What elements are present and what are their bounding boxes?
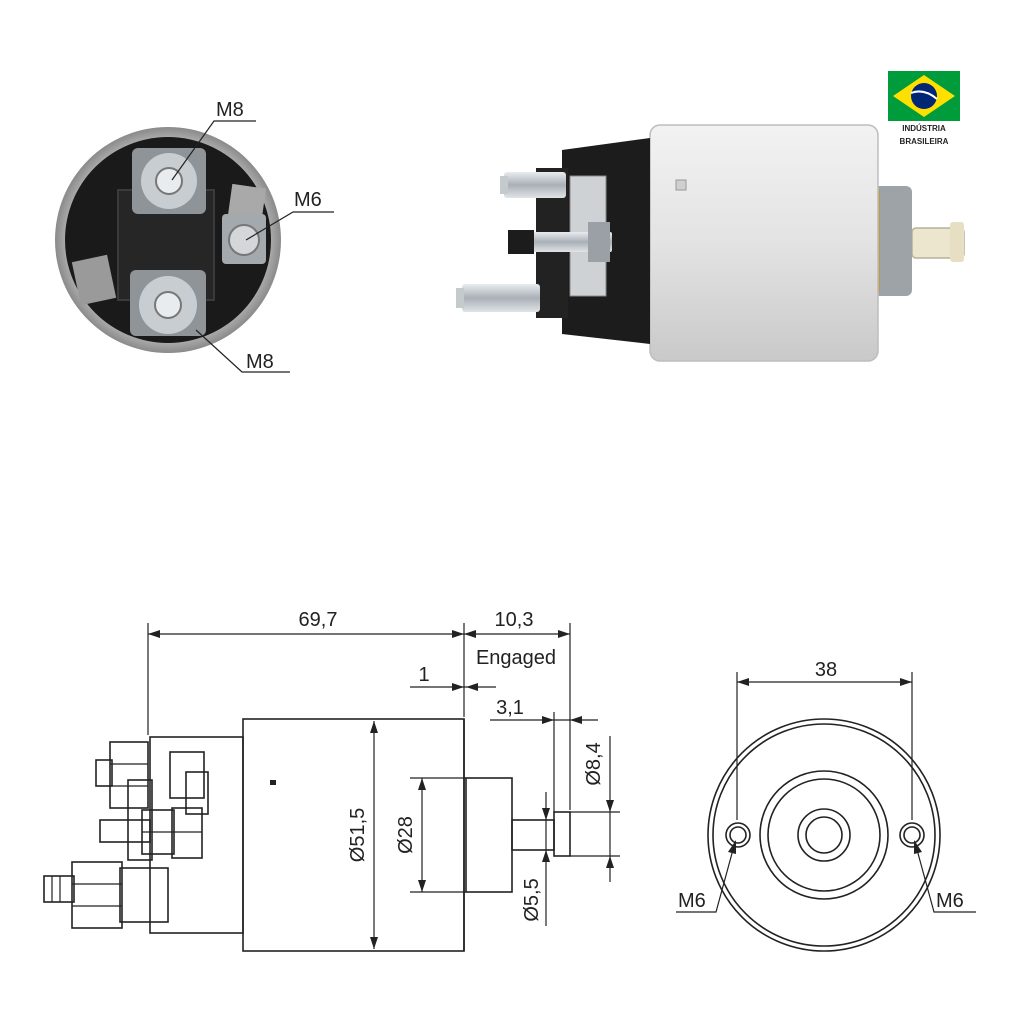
drawing-stud-top <box>95 741 209 815</box>
arrow-spacing-right <box>900 678 912 686</box>
housing <box>649 124 879 362</box>
arrow-spacing-left <box>737 678 749 686</box>
leader-top-m8 <box>171 120 256 181</box>
plunger-collar <box>950 222 964 262</box>
leader-side-m6 <box>245 211 334 241</box>
arrow-travel-right <box>558 630 570 638</box>
flag-blue-globe <box>911 83 937 109</box>
arrow-boss-top <box>418 778 426 790</box>
side-view-photo <box>456 124 965 362</box>
front-boss-inner <box>767 778 881 892</box>
dim-gap: 1 <box>418 664 429 686</box>
dim-shaft-diameter: Ø5,5 <box>521 878 543 921</box>
label-side-m6: M6 <box>294 189 322 211</box>
leader-mount-left <box>676 845 735 913</box>
front-outer-inner <box>712 723 936 947</box>
flag-band <box>910 90 938 100</box>
mount-hole-right-inner <box>903 826 921 844</box>
arrow-body-dia-top <box>370 721 378 733</box>
drawing-stud-bottom <box>43 861 169 929</box>
arrow-tipdia-bottom <box>606 856 614 868</box>
arrow-length-right <box>452 630 464 638</box>
drawing-tip <box>553 811 571 857</box>
dim-mount-spacing: 38 <box>815 659 837 681</box>
arrow-gap-left <box>452 683 464 691</box>
mount-hole-right <box>899 822 925 848</box>
terminal-side <box>222 214 266 264</box>
dim-tip-length: 3,1 <box>496 697 524 719</box>
stud-bottom <box>456 284 540 312</box>
arrow-shaft-bottom <box>542 850 550 862</box>
arrow-shaft-top <box>542 808 550 820</box>
stud-top <box>500 172 566 198</box>
arrow-tip-right <box>570 716 582 724</box>
dim-plunger-travel: 10,3 <box>495 609 534 631</box>
arrow-travel-left <box>464 630 476 638</box>
end-view-photo: M8 M6 M8 <box>55 99 334 373</box>
front-outer-circle <box>707 718 941 952</box>
drawing-shaft <box>511 819 555 851</box>
front-boss-circle <box>759 770 889 900</box>
drawing-cap <box>149 736 244 934</box>
arrow-mount-right <box>914 840 922 854</box>
arrow-tipdia-top <box>606 800 614 812</box>
brazil-flag-badge: INDÚSTRIA BRASILEIRA <box>888 71 960 146</box>
leader-mount-right <box>915 845 976 913</box>
side-drawing: 69,7 10,3 Engaged 1 3,1 Ø51,5 Ø28 <box>43 609 620 952</box>
bracket-left <box>71 254 117 306</box>
drawing-stud-middle <box>99 807 203 859</box>
label-bottom-m8: M8 <box>246 351 274 373</box>
dim-overall-length: 69,7 <box>299 609 338 631</box>
dim-boss-diameter: Ø28 <box>395 816 417 854</box>
mount-hole-left <box>725 822 751 848</box>
arrow-mount-left <box>728 840 736 854</box>
mount-hole-left-inner <box>729 826 747 844</box>
dim-tip-diameter: Ø8,4 <box>583 742 605 785</box>
arrow-body-dia-bottom <box>370 937 378 949</box>
terminal-bottom <box>130 270 206 336</box>
arrow-tip-left <box>542 716 554 724</box>
front-hub-circle <box>797 808 851 862</box>
arrow-gap-right <box>466 683 478 691</box>
arrow-boss-bottom <box>418 880 426 892</box>
front-hub-inner <box>805 816 843 854</box>
stud-middle <box>508 222 612 262</box>
badge-line2: BRASILEIRA <box>900 137 949 146</box>
label-mount-right: M6 <box>936 890 964 912</box>
leader-bottom-m8 <box>195 329 290 373</box>
housing-mark <box>675 179 687 191</box>
dim-engaged: Engaged <box>476 647 556 669</box>
badge-line1: INDÚSTRIA <box>902 124 946 133</box>
drawing-body-mark <box>270 780 276 785</box>
arrow-length-left <box>148 630 160 638</box>
drawing-boss <box>465 777 513 893</box>
front-drawing: 38 M6 M6 <box>676 659 976 952</box>
dim-body-diameter: Ø51,5 <box>347 808 369 862</box>
terminal-top <box>132 148 206 214</box>
label-mount-left: M6 <box>678 890 706 912</box>
label-top-m8: M8 <box>216 99 244 121</box>
